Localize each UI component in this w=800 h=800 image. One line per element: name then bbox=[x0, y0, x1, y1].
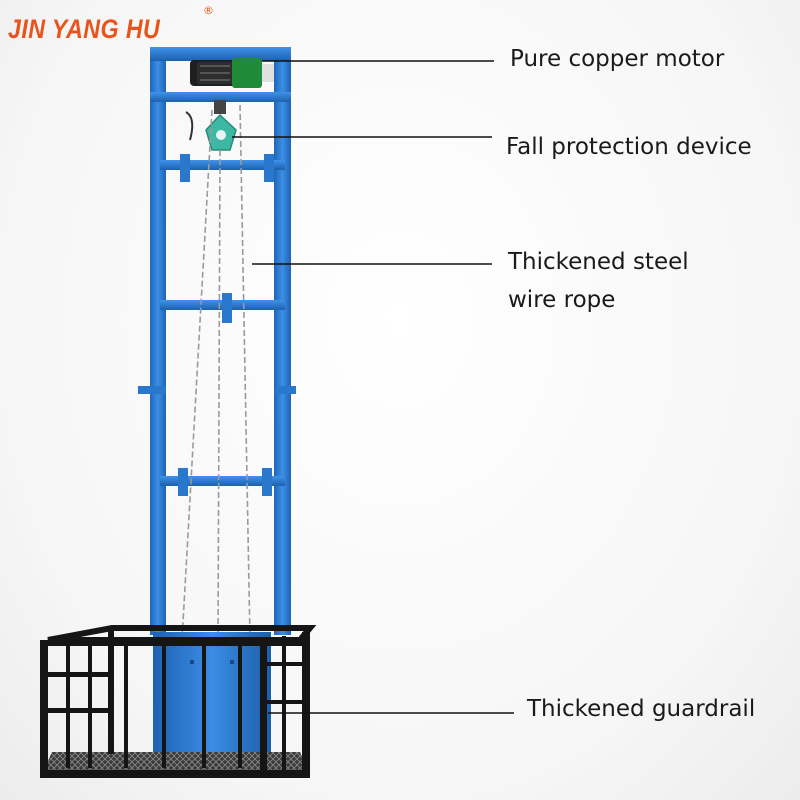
bracket bbox=[262, 468, 272, 496]
bracket bbox=[264, 154, 274, 182]
bracket bbox=[180, 154, 190, 182]
bracket bbox=[222, 293, 232, 323]
callout-steel-rope: Thickened steel wire rope bbox=[508, 243, 689, 319]
motor bbox=[190, 58, 274, 114]
car-panel bbox=[153, 632, 271, 752]
callout-guardrail: Thickened guardrail bbox=[527, 696, 756, 722]
left-column bbox=[150, 47, 166, 635]
crossbeam-3 bbox=[160, 476, 285, 486]
crossbeam-1 bbox=[160, 160, 285, 170]
right-column bbox=[274, 47, 291, 635]
brand-logo: JIN YANG HU bbox=[8, 14, 161, 44]
fall-protection-device bbox=[185, 111, 237, 151]
registered-mark: ® bbox=[203, 4, 214, 17]
callout-steel-rope-line2: wire rope bbox=[508, 287, 616, 313]
callout-fall-protection: Fall protection device bbox=[506, 134, 752, 160]
mast-frame bbox=[138, 47, 296, 635]
wire-ropes bbox=[181, 104, 251, 641]
side-bracket bbox=[138, 386, 166, 394]
side-bracket bbox=[276, 386, 296, 394]
callout-steel-rope-line1: Thickened steel bbox=[508, 249, 689, 275]
callout-lines bbox=[232, 60, 514, 714]
callout-motor: Pure copper motor bbox=[510, 46, 725, 72]
guardrail-cage bbox=[40, 625, 317, 778]
upper-crossbeam bbox=[150, 92, 291, 102]
top-crossbeam bbox=[150, 47, 291, 61]
bracket bbox=[178, 468, 188, 496]
